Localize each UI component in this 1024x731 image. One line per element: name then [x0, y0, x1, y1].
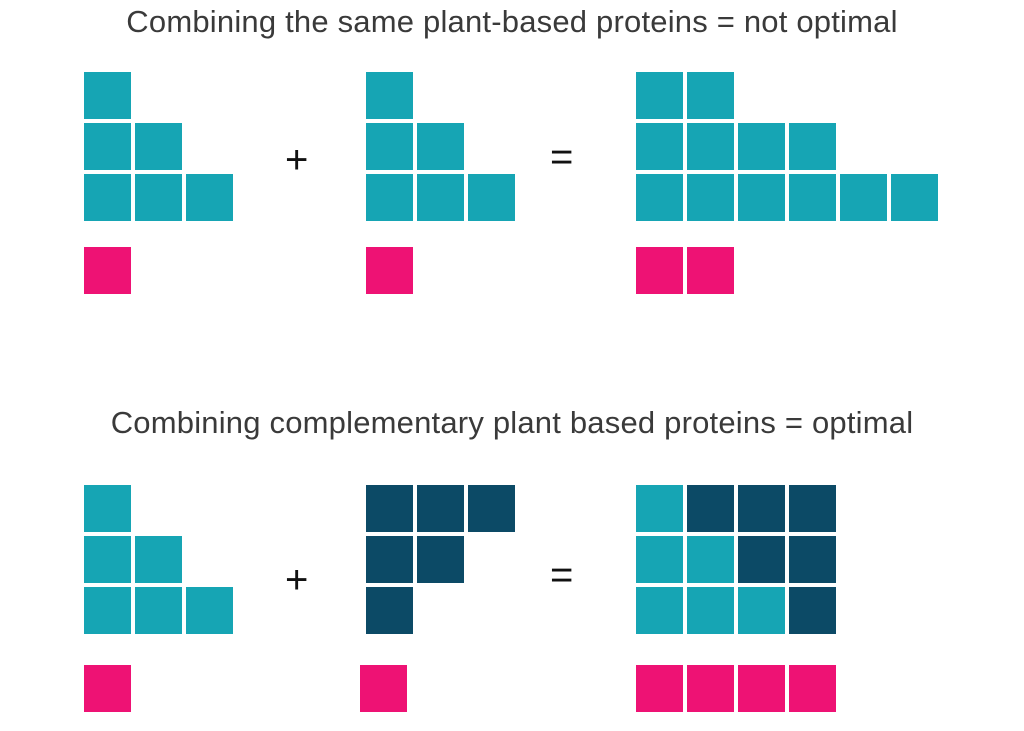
middle-block-marker-cell — [360, 665, 407, 712]
protein-cell-navy — [789, 587, 836, 634]
protein-cell-teal — [84, 174, 131, 221]
protein-cell-teal — [738, 174, 785, 221]
result-block-marker-cell — [687, 665, 734, 712]
equals-operator-bottom: = — [550, 553, 574, 597]
protein-cell-teal — [468, 174, 515, 221]
protein-cell-navy — [417, 536, 464, 583]
middle-block-marker-cell — [366, 247, 413, 294]
protein-cell-navy — [468, 485, 515, 532]
protein-cell-teal — [186, 587, 233, 634]
protein-cell-teal — [789, 123, 836, 170]
section-title-same-proteins: Combining the same plant-based proteins … — [126, 4, 898, 39]
protein-cell-navy — [366, 485, 413, 532]
protein-cell-teal — [366, 174, 413, 221]
protein-cell-teal — [84, 536, 131, 583]
protein-cell-teal — [738, 587, 785, 634]
protein-cell-navy — [738, 485, 785, 532]
equals-operator-top: = — [550, 135, 574, 179]
protein-cell-teal — [891, 174, 938, 221]
protein-cell-teal — [84, 123, 131, 170]
protein-cell-teal — [636, 587, 683, 634]
protein-cell-teal — [687, 72, 734, 119]
protein-cell-teal — [636, 485, 683, 532]
protein-cell-navy — [417, 485, 464, 532]
left-block-marker-cell — [84, 247, 131, 294]
protein-cell-teal — [687, 174, 734, 221]
protein-cell-teal — [135, 587, 182, 634]
protein-cell-navy — [738, 536, 785, 583]
protein-cell-teal — [84, 587, 131, 634]
protein-cell-teal — [636, 536, 683, 583]
protein-cell-teal — [135, 536, 182, 583]
protein-cell-teal — [135, 123, 182, 170]
result-block-marker-cell — [636, 665, 683, 712]
protein-cell-teal — [687, 587, 734, 634]
protein-cell-teal — [636, 123, 683, 170]
protein-cell-teal — [135, 174, 182, 221]
result-block-marker-cell — [636, 247, 683, 294]
protein-cell-teal — [687, 536, 734, 583]
protein-cell-teal — [84, 485, 131, 532]
result-block-marker-cell — [738, 665, 785, 712]
plus-operator-top: + — [285, 138, 309, 182]
protein-cell-navy — [789, 485, 836, 532]
protein-cell-teal — [840, 174, 887, 221]
plus-operator-bottom: + — [285, 558, 309, 602]
protein-cell-navy — [366, 587, 413, 634]
protein-cell-teal — [417, 123, 464, 170]
section-title-complementary-proteins: Combining complementary plant based prot… — [110, 405, 914, 440]
protein-cell-teal — [738, 123, 785, 170]
protein-cell-teal — [636, 174, 683, 221]
protein-cell-teal — [366, 72, 413, 119]
protein-cell-teal — [789, 174, 836, 221]
protein-cell-teal — [186, 174, 233, 221]
left-block-marker-cell — [84, 665, 131, 712]
protein-cell-navy — [366, 536, 413, 583]
protein-cell-navy — [789, 536, 836, 583]
protein-cell-teal — [687, 123, 734, 170]
result-block-marker-cell — [789, 665, 836, 712]
protein-cell-teal — [366, 123, 413, 170]
protein-cell-teal — [417, 174, 464, 221]
protein-cell-teal — [636, 72, 683, 119]
result-block-marker-cell — [687, 247, 734, 294]
protein-cell-navy — [687, 485, 734, 532]
protein-cell-teal — [84, 72, 131, 119]
